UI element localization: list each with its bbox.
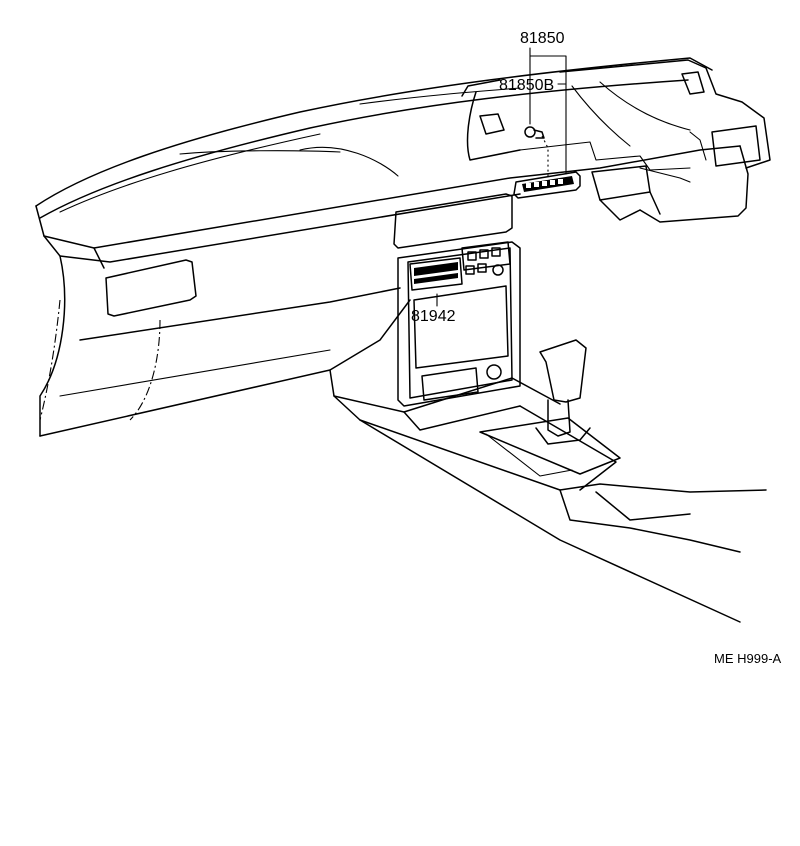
- dashboard-body: [35, 145, 741, 437]
- reference-code: ME H999-A: [714, 651, 782, 666]
- right-dash-trim: [591, 165, 691, 221]
- callout-81850b: 81850B: [499, 77, 555, 94]
- center-console-panel: [397, 241, 521, 407]
- center-vent: [393, 193, 513, 249]
- glove-box: [105, 259, 197, 317]
- callout-81942: 81942: [411, 308, 456, 325]
- dashboard-top-outline: [35, 57, 713, 219]
- callout-81850: 81850: [520, 30, 565, 47]
- leader-lines: [436, 47, 567, 307]
- instrument-hood: [461, 59, 771, 223]
- combination-switch: [513, 171, 581, 199]
- switch-bulb: [524, 126, 549, 176]
- floor-console: [329, 339, 767, 623]
